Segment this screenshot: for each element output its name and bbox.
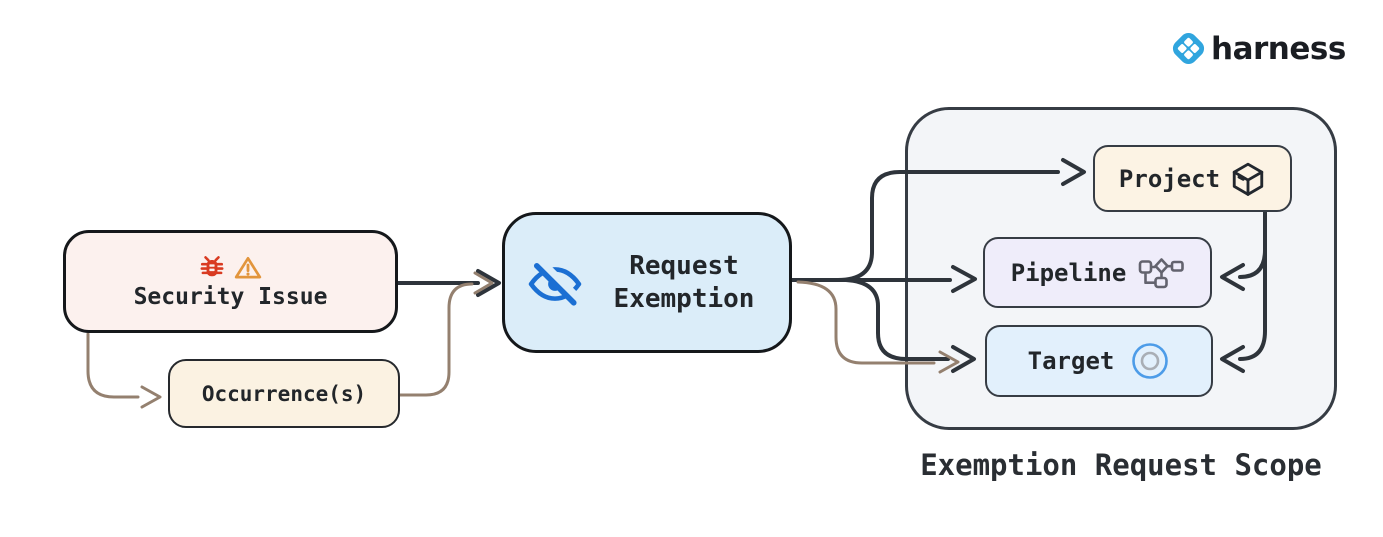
edge-project-to-target [1220,210,1267,373]
edge-project-to-pipeline [1220,248,1267,291]
harness-logo-icon [1172,32,1205,65]
scope-caption: Exemption Request Scope [920,448,1322,482]
harness-logo-text: harness [1211,30,1346,67]
project-label: Project [1118,164,1221,193]
node-project: Project [1093,145,1292,212]
edge-exemption-to-target-secondary [796,280,960,374]
node-pipeline: Pipeline [983,237,1212,308]
node-request-exemption: Request Exemption [502,212,792,353]
edge-occurrences-to-exemption [398,271,494,397]
edge-security-to-occurrences [86,332,162,409]
occurrences-label: Occurrence(s) [201,381,367,406]
security-issue-label: Security Issue [133,284,328,310]
edge-security-to-exemption [396,269,501,297]
security-issue-icons [199,255,262,281]
harness-logo: harness [1169,29,1346,68]
pipeline-graph-icon [1138,257,1185,288]
eye-slash-icon [528,258,582,306]
edge-exemption-to-project [836,158,1086,282]
edge-exemption-to-pipeline [790,265,977,293]
pipeline-label: Pipeline [1010,258,1127,287]
warning-icon [234,256,262,279]
target-icon [1132,343,1169,379]
package-cube-icon [1232,162,1264,196]
node-target: Target [985,325,1213,397]
node-security-issue: Security Issue [63,230,398,333]
edge-exemption-to-target [844,278,976,373]
node-occurrences: Occurrence(s) [168,359,400,428]
target-label: Target [1027,347,1115,375]
request-exemption-label: Request Exemption [613,251,755,314]
bug-icon [200,256,224,277]
